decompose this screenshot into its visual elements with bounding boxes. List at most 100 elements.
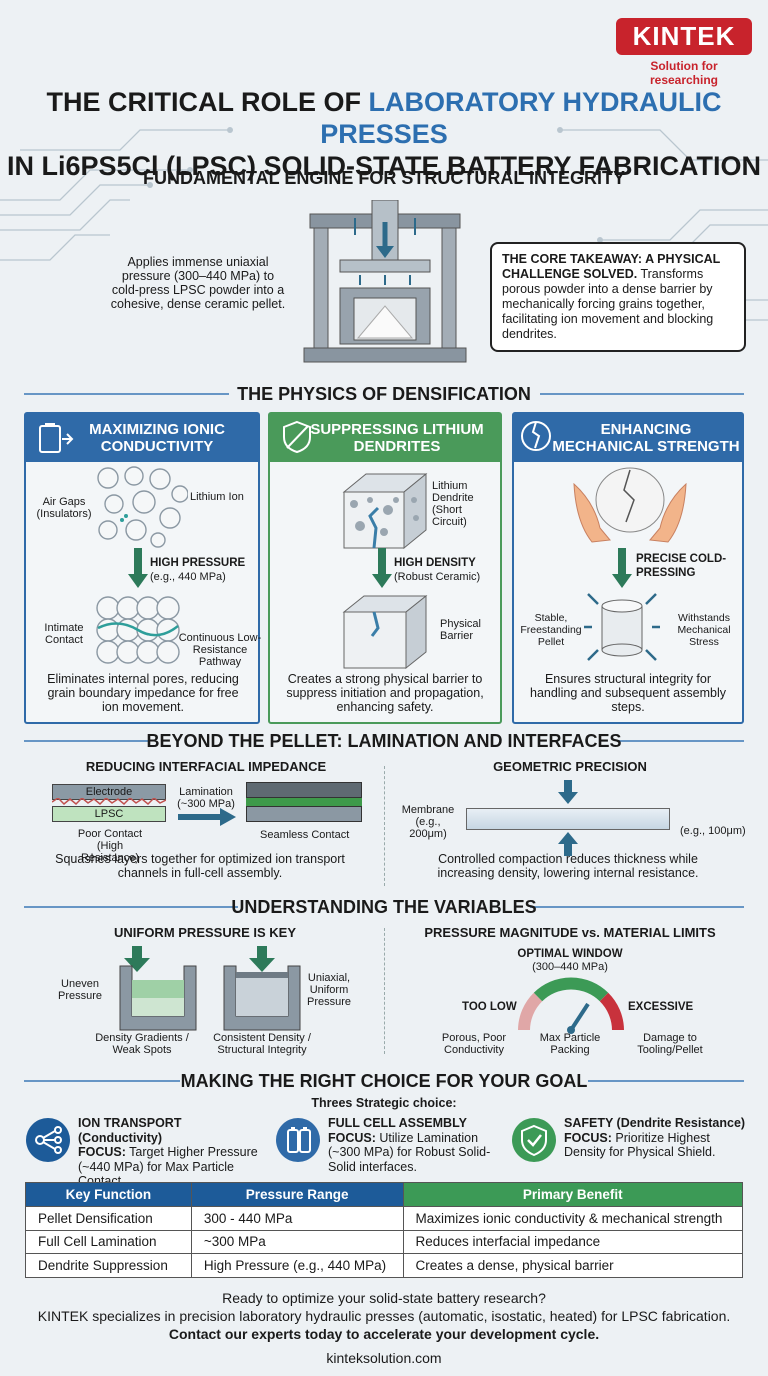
- goal-title: ION TRANSPORT (Conductivity): [78, 1116, 182, 1145]
- takeaway-text: Transforms porous powder into a dense ba…: [502, 267, 714, 341]
- step-sublabel: (Robust Ceramic): [394, 571, 481, 583]
- table-header: Pressure Range: [190, 1182, 404, 1207]
- table-row: Dendrite Suppression High Pressure (e.g.…: [25, 1253, 744, 1278]
- variables-left-title: UNIFORM PRESSURE IS KEY: [113, 925, 297, 940]
- table-cell: ~300 MPa: [190, 1229, 404, 1254]
- shield-slash-icon: [283, 420, 311, 454]
- cylinder-pellet-icon: [584, 593, 660, 661]
- window-range: (300–440 MPa): [532, 961, 608, 973]
- footer-url-link[interactable]: kinteksolution.com: [326, 1350, 442, 1366]
- divider: [618, 740, 744, 742]
- engine-heading: FUNDAMENTAL ENGINE FOR STRUCTURAL INTEGR…: [143, 168, 625, 188]
- down-arrow-icon: [372, 548, 392, 588]
- pathway-label: Continuous Low-Resistance Pathway: [178, 632, 262, 668]
- gradients-label: Density Gradients / Weak Spots: [95, 1032, 189, 1056]
- panel-mechanical-strength: ENHANCING MECHANICAL STRENGTH: [512, 412, 744, 724]
- contact-label: Intimate Contact: [44, 622, 84, 646]
- down-arrow-icon: [612, 548, 632, 588]
- goal-title: FULL CELL ASSEMBLY: [328, 1116, 467, 1130]
- step-sublabel: (e.g., 440 MPa): [150, 571, 226, 583]
- damage-label: Damage to Tooling/Pellet: [637, 1032, 703, 1056]
- page-title: THE CRITICAL ROLE OF LABORATORY HYDRAULI…: [0, 86, 768, 182]
- brand-tagline: Solution for researching: [649, 59, 719, 87]
- dense-particles-icon: [96, 596, 180, 664]
- barrier-label: Physical Barrier: [440, 618, 481, 642]
- porous-label: Porous, Poor Conductivity: [441, 1032, 507, 1056]
- footer-description: KINTEK specializes in precision laborato…: [37, 1308, 731, 1324]
- goal-item-safety: SAFETY (Dendrite Resistance)FOCUS: Prior…: [564, 1116, 754, 1160]
- lamination-heading: BEYOND THE PELLET: LAMINATION AND INTERF…: [146, 731, 622, 751]
- title-part-b: LABORATORY HYDRAULIC PRESSES: [320, 87, 722, 149]
- thin-label: (e.g., 100μm): [680, 825, 746, 837]
- panel-title: ENHANCING MECHANICAL STRENGTH: [514, 414, 742, 462]
- brand-logo[interactable]: KINTEK Solution for researching: [616, 18, 752, 87]
- lpsc-layer: LPSC: [52, 806, 166, 822]
- lamination-arrow-label: Lamination (~300 MPa): [177, 786, 235, 810]
- membrane-label: Membrane (e.g., 200μm): [401, 804, 455, 840]
- lithium-ion-label: Lithium Ion: [190, 491, 244, 503]
- core-takeaway-box: THE CORE TAKEAWAY: A PHYSICAL CHALLENGE …: [490, 242, 746, 352]
- table-header-row: Key Function Pressure Range Primary Bene…: [25, 1182, 744, 1207]
- divider: [24, 906, 238, 908]
- stable-label: Stable, Freestanding Pellet: [520, 612, 582, 648]
- loose-particles-icon: [97, 466, 188, 548]
- panel-description: Eliminates internal pores, reducing grai…: [47, 672, 239, 714]
- rough-interface-icon: [52, 798, 166, 806]
- seamless-label: Seamless Contact: [260, 829, 350, 841]
- footer-cta[interactable]: Contact our experts today to accelerate …: [168, 1326, 600, 1342]
- table-cell: Creates a dense, physical barrier: [402, 1253, 744, 1278]
- step-label: HIGH PRESSURE: [150, 557, 246, 569]
- window-label: OPTIMAL WINDOW: [517, 948, 623, 960]
- uneven-label: Uneven Pressure: [57, 978, 103, 1002]
- goal-heading: MAKING THE RIGHT CHOICE FOR YOUR GOAL: [180, 1071, 588, 1091]
- battery-charge-icon: [39, 423, 74, 453]
- cracked-pellet-hands-icon: [573, 467, 687, 543]
- table-cell: Dendrite Suppression: [25, 1253, 192, 1278]
- table-header: Primary Benefit: [402, 1182, 744, 1207]
- title-part-a: THE CRITICAL ROLE OF: [46, 87, 369, 117]
- table-cell: Reduces interfacial impedance: [402, 1229, 744, 1254]
- electrode-layer-laminated: [246, 782, 362, 798]
- table-cell: Full Cell Lamination: [25, 1229, 192, 1254]
- brand-name: KINTEK: [616, 18, 752, 55]
- variables-heading: UNDERSTANDING THE VARIABLES: [231, 897, 537, 917]
- table-cell: 300 - 440 MPa: [190, 1206, 404, 1231]
- circuit-decoration: [0, 127, 768, 351]
- divider: [588, 1080, 744, 1082]
- uneven-mold-icon: [119, 946, 197, 1031]
- shield-check-icon: [512, 1118, 556, 1162]
- too-low-label: TOO LOW: [462, 1001, 517, 1013]
- right-arrow-icon: [178, 808, 236, 826]
- uniform-label: Uniaxial, Uniform Pressure: [306, 972, 352, 1008]
- lamination-right-title: GEOMETRIC PRECISION: [493, 759, 647, 774]
- divider: [24, 740, 150, 742]
- title-line-2: IN Li6PS5Cl (LPSC) SOLID-STATE BATTERY F…: [6, 151, 762, 181]
- broken-sphere-icon: [521, 421, 551, 451]
- air-gaps-label: Air Gaps (Insulators): [36, 496, 92, 520]
- max-packing-label: Max Particle Packing: [539, 1032, 601, 1056]
- panel-description: Ensures structural integrity for handlin…: [530, 672, 726, 714]
- divider: [384, 928, 385, 1054]
- goal-focus: FOCUS:: [78, 1145, 126, 1159]
- goal-subheading: Threes Strategic choice:: [311, 1096, 457, 1110]
- divider: [530, 906, 744, 908]
- footer-question: Ready to optimize your solid-state batte…: [222, 1290, 546, 1306]
- poor-contact-label: Poor Contact (High Resistance): [77, 828, 143, 864]
- goal-text: Utilize Lamination (~300 MPa) for Robust…: [328, 1130, 491, 1174]
- uniform-mold-icon: [223, 946, 301, 1031]
- down-arrow-icon: [128, 548, 148, 588]
- up-arrow-icon: [558, 832, 578, 856]
- pressure-gauge: [518, 977, 624, 1034]
- divider: [384, 766, 385, 886]
- table-cell: Maximizes ionic conductivity & mechanica…: [402, 1206, 744, 1231]
- step-label: HIGH DENSITY: [394, 557, 476, 569]
- porous-cube-icon: [342, 472, 428, 550]
- seamless-interface: [246, 798, 362, 806]
- lpsc-layer-laminated: [246, 806, 362, 822]
- network-icon: [26, 1118, 70, 1162]
- panel-title: SUPPRESSING LITHIUM DENDRITES: [270, 414, 500, 462]
- panel-description: Creates a strong physical barrier to sup…: [286, 672, 484, 714]
- divider: [540, 393, 744, 395]
- lamination-right-description: Controlled compaction reduces thickness …: [437, 852, 699, 880]
